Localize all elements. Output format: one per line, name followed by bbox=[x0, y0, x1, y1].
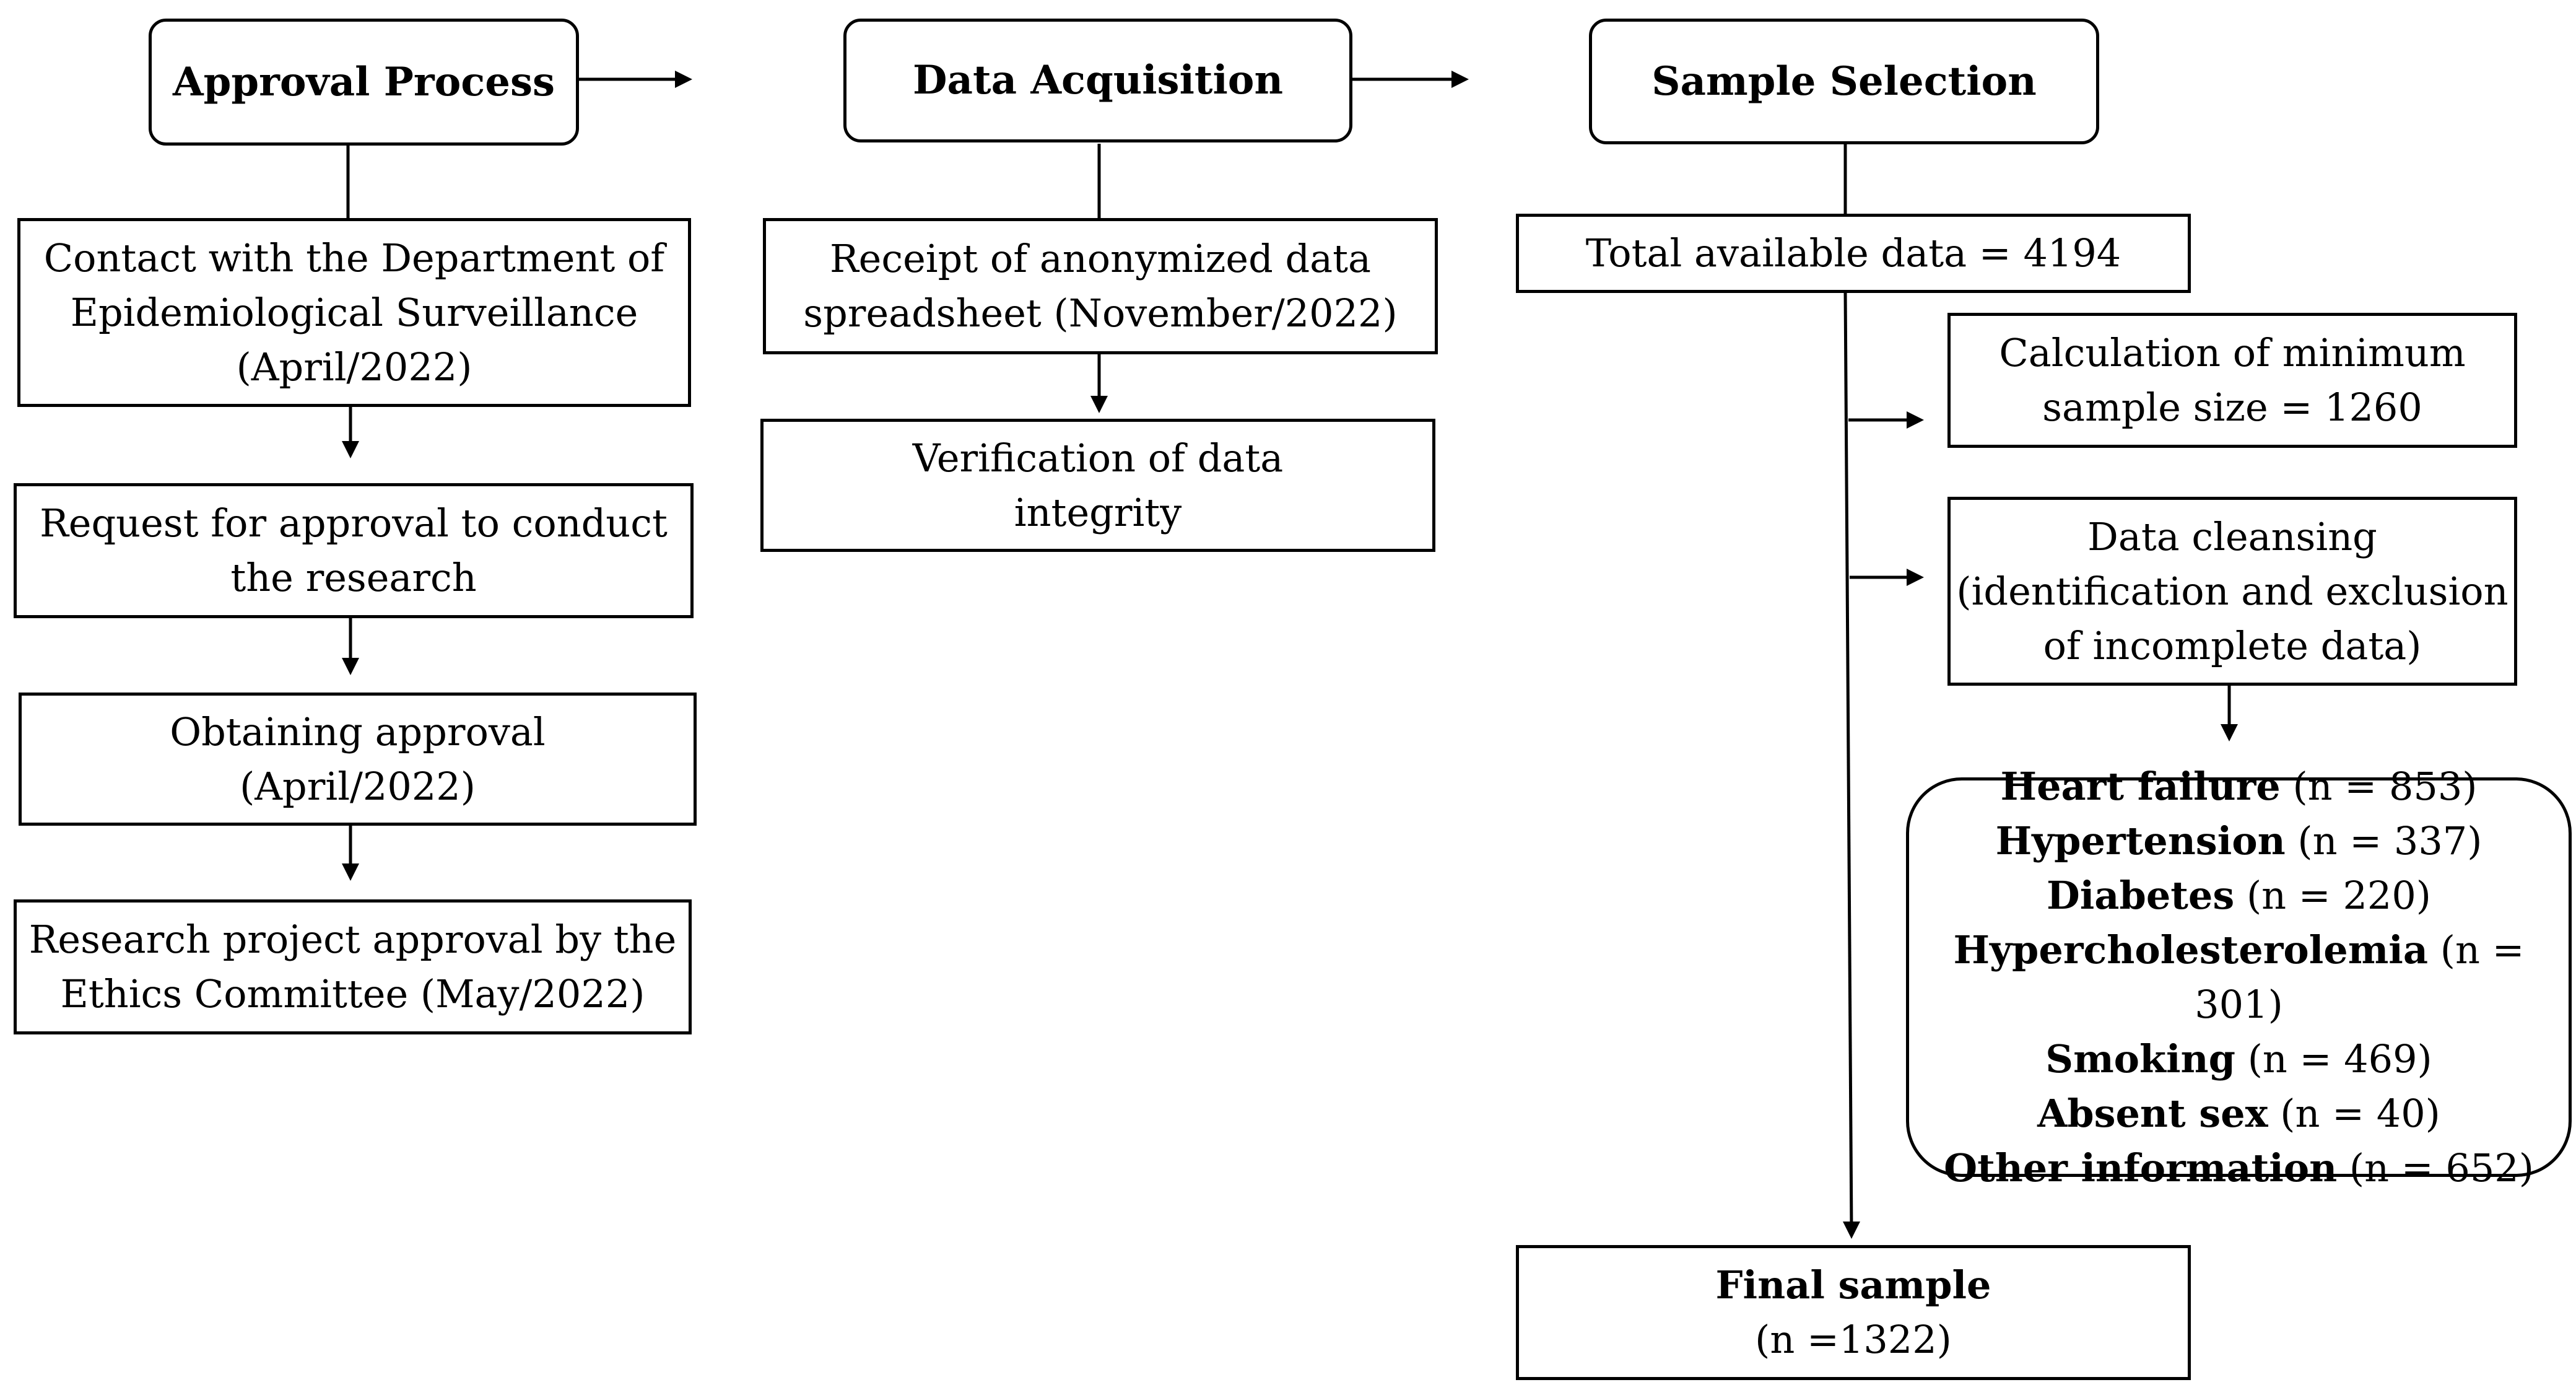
exclusion-item: Hypertension (n = 337) bbox=[1996, 814, 2482, 868]
exclusion-label: Absent sex bbox=[2037, 1090, 2268, 1136]
header-approval-label: Approval Process bbox=[172, 58, 555, 105]
exclusion-count: (n = 853) bbox=[2292, 763, 2478, 809]
box-final-sample: Final sample (n =1322) bbox=[1516, 1245, 2191, 1380]
exclusion-item: Hypercholesterolemia (n = 301) bbox=[1909, 923, 2569, 1032]
box-receipt-spreadsheet: Receipt of anonymized data spreadsheet (… bbox=[763, 218, 1438, 354]
box-text-line: Data cleansing bbox=[2087, 514, 2377, 559]
exclusion-label: Hypercholesterolemia bbox=[1953, 927, 2429, 973]
box-minimum-sample-size: Calculation of minimum sample size = 126… bbox=[1947, 313, 2517, 448]
exclusion-label: Other information bbox=[1944, 1145, 2338, 1191]
box-text-line: Contact with the Department of bbox=[43, 235, 665, 281]
exclusion-count: (n = 652) bbox=[2349, 1145, 2534, 1191]
exclusion-count: (n = 40) bbox=[2280, 1090, 2440, 1136]
box-text-line: the research bbox=[230, 555, 477, 600]
box-ethics-committee: Research project approval by the Ethics … bbox=[14, 899, 692, 1034]
exclusion-label: Hypertension bbox=[1995, 818, 2286, 863]
box-text-line: integrity bbox=[1014, 489, 1182, 535]
box-exclusions: Heart failure (n = 853) Hypertension (n … bbox=[1906, 764, 2572, 1191]
exclusion-item: Diabetes (n = 220) bbox=[2047, 868, 2431, 923]
box-text-line: Research project approval by the bbox=[28, 917, 677, 962]
final-sample-title: Final sample bbox=[1715, 1262, 1991, 1308]
exclusion-count: (n = 220) bbox=[2246, 872, 2431, 918]
box-data-cleansing: Data cleansing (identification and exclu… bbox=[1947, 497, 2517, 686]
final-sample-count: (n =1322) bbox=[1755, 1317, 1952, 1362]
box-request-approval: Request for approval to conduct the rese… bbox=[14, 483, 694, 618]
exclusion-item: Heart failure (n = 853) bbox=[2001, 759, 2478, 814]
box-text-line: (April/2022) bbox=[236, 344, 472, 390]
exclusion-item: Absent sex (n = 40) bbox=[2037, 1086, 2440, 1141]
header-selection-label: Sample Selection bbox=[1651, 58, 2037, 105]
header-approval-process: Approval Process bbox=[149, 19, 579, 146]
header-sample-selection: Sample Selection bbox=[1589, 19, 2099, 144]
box-text-line: spreadsheet (November/2022) bbox=[803, 291, 1398, 336]
box-text-line: (April/2022) bbox=[240, 763, 476, 809]
box-text-line: sample size = 1260 bbox=[2042, 385, 2422, 430]
box-text-line: Calculation of minimum bbox=[1999, 330, 2466, 375]
box-obtaining-approval: Obtaining approval (April/2022) bbox=[19, 693, 697, 826]
exclusion-label: Smoking bbox=[2045, 1036, 2235, 1082]
box-text-line: Obtaining approval bbox=[170, 709, 546, 754]
box-text-line: Receipt of anonymized data bbox=[830, 236, 1371, 281]
box-text-line: of incomplete data) bbox=[2043, 623, 2422, 668]
exclusion-item: Smoking (n = 469) bbox=[2045, 1032, 2432, 1086]
box-text-line: Request for approval to conduct bbox=[40, 500, 668, 546]
box-verification-integrity: Verification of data integrity bbox=[760, 419, 1435, 552]
box-text-line: Verification of data bbox=[912, 435, 1284, 481]
box-text-line: Ethics Committee (May/2022) bbox=[60, 971, 645, 1016]
box-text-line: Epidemiological Surveillance bbox=[70, 289, 638, 335]
exclusion-count: (n = 337) bbox=[2297, 818, 2482, 863]
exclusion-label: Heart failure bbox=[2000, 763, 2281, 809]
exclusion-item: Other information (n = 652) bbox=[1944, 1141, 2534, 1195]
header-data-acquisition: Data Acquisition bbox=[843, 19, 1352, 142]
header-acquisition-label: Data Acquisition bbox=[913, 57, 1283, 103]
box-total-available: Total available data = 4194 bbox=[1516, 214, 2191, 293]
exclusion-count: (n = 469) bbox=[2247, 1036, 2432, 1082]
exclusion-label: Diabetes bbox=[2046, 872, 2235, 918]
exclusion-count: (n = 301) bbox=[2195, 927, 2525, 1027]
box-contact-department: Contact with the Department of Epidemiol… bbox=[17, 218, 691, 407]
arrow-total-to-final bbox=[1843, 291, 1855, 1232]
box-text-line: Total available data = 4194 bbox=[1585, 230, 2121, 276]
box-text-line: (identification and exclusion bbox=[1956, 568, 2509, 614]
